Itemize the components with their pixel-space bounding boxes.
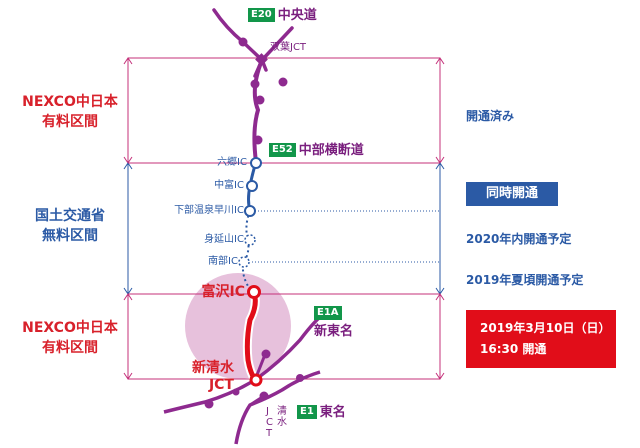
section-label-line: NEXCO中日本 xyxy=(22,320,118,336)
road-name: 中部横断道 xyxy=(298,142,364,158)
road-label-tomei: E1 東名 xyxy=(297,405,346,419)
road-name: 中央道 xyxy=(277,7,317,23)
jct-char: J xyxy=(266,406,269,417)
section-label-line: 有料区間 xyxy=(42,114,98,130)
section-label-line: 有料区間 xyxy=(42,340,98,356)
ic-label-shimobe: 下部温泉早川IC xyxy=(174,205,244,216)
route-badge: E20 xyxy=(248,8,275,22)
road-label-shintomei: E1A 新東名 xyxy=(314,302,353,338)
ic-label-nakatomi: 中富IC xyxy=(214,180,244,191)
jct-char: 清 xyxy=(276,406,287,417)
shinshimizu-jct-marker xyxy=(249,373,263,387)
mlit-bracket xyxy=(123,162,445,295)
opening-announcement: 2019年3月10日（日） 16:30 開通 xyxy=(466,310,616,368)
chubu-odan-opened xyxy=(252,59,264,163)
shimizu-jct-name: 清 水 xyxy=(277,406,287,439)
road-label-chuo: E20 中央道 xyxy=(248,8,317,22)
chubu-odan-planned xyxy=(242,210,253,293)
route-badge: E1A xyxy=(314,306,342,320)
ic-markers xyxy=(244,157,262,217)
opening-time: 16:30 開通 xyxy=(480,342,547,356)
jct-char: C xyxy=(266,417,273,428)
jct-name-line: 新清水 xyxy=(192,360,234,376)
section-label-line: NEXCO中日本 xyxy=(22,94,118,110)
status-simultaneous: 同時開通 xyxy=(466,182,558,206)
section-label-line: 国土交通省 xyxy=(35,208,105,224)
shimizu-jct-label: J C T 清 水 xyxy=(266,406,287,439)
road-label-chubu: E52 中部横断道 xyxy=(269,143,364,157)
route-badge: E52 xyxy=(269,143,296,157)
opening-date: 2019年3月10日（日） xyxy=(480,321,611,335)
ic-label-tomizawa: 富沢IC xyxy=(201,284,245,300)
status-summer2019: 2019年夏頃開通予定 xyxy=(466,273,584,287)
futaba-jct-label: 双葉JCT xyxy=(270,42,307,53)
status-fy2020: 2020年内開通予定 xyxy=(466,232,572,246)
section-label-nexco-bottom: NEXCO中日本 有料区間 xyxy=(18,318,122,358)
jct-char: 水 xyxy=(276,417,287,428)
shinshimizu-jct-label: 新清水 JCT xyxy=(192,360,234,394)
section-label-mlit: 国土交通省 無料区間 xyxy=(18,206,122,246)
status-opened: 開通済み xyxy=(466,109,515,123)
section-label-line: 無料区間 xyxy=(42,228,98,244)
ic-label-nanbu: 南部IC xyxy=(208,256,238,267)
ic-label-minobu: 身延山IC xyxy=(204,234,244,245)
road-name: 東名 xyxy=(319,404,346,420)
jct-name-line: JCT xyxy=(208,377,234,393)
road-name: 新東名 xyxy=(314,324,354,339)
ic-label-rokugo: 六郷IC xyxy=(217,157,247,168)
interchange-dots xyxy=(204,37,304,409)
jct-char: T xyxy=(266,428,273,439)
section-label-nexco-top: NEXCO中日本 有料区間 xyxy=(18,92,122,132)
route-badge: E1 xyxy=(297,405,317,419)
futaba-jct-marker xyxy=(255,53,268,66)
tomizawa-ic-marker xyxy=(247,285,261,299)
shimizu-jct-abbrev: J C T xyxy=(266,406,273,439)
